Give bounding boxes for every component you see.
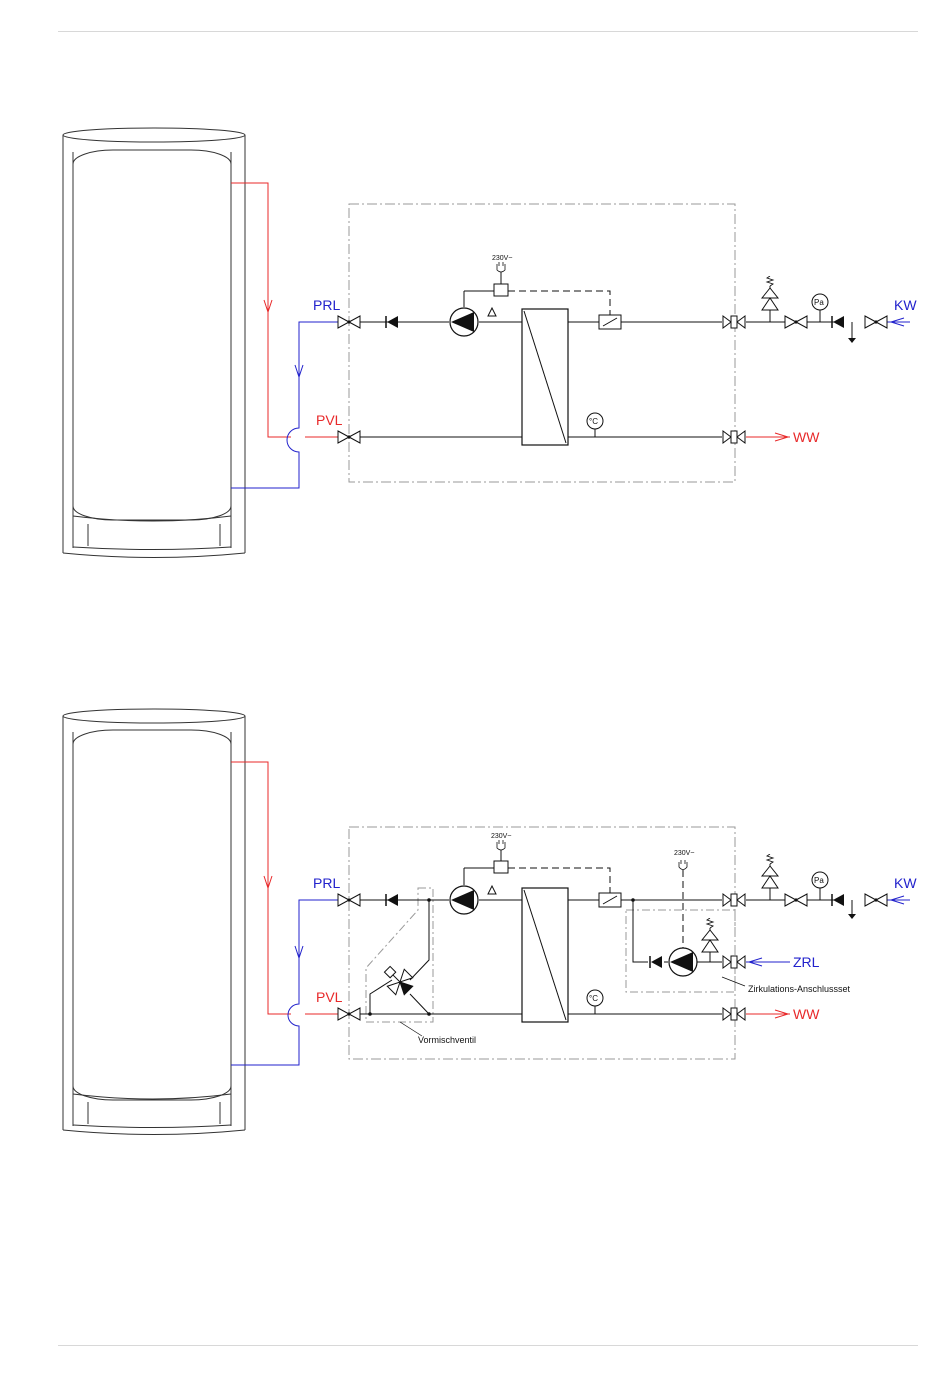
mixer-frame	[366, 888, 433, 1022]
prl-label: PRL	[313, 297, 340, 313]
control-box-icon	[494, 861, 508, 873]
plug-icon	[497, 840, 505, 850]
temp-label: °C	[589, 994, 598, 1003]
connector-icon	[723, 1008, 745, 1020]
voltage-label: 230V~	[674, 850, 694, 857]
valve-icon	[865, 316, 887, 328]
zrl-label: ZRL	[793, 954, 820, 970]
flow-pipe	[231, 183, 291, 437]
vent-icon	[488, 886, 496, 894]
connector-icon	[723, 894, 745, 906]
voltage-label: 230V~	[491, 833, 511, 840]
check-valve-icon	[832, 316, 844, 328]
vent-icon	[488, 308, 496, 316]
check-valve-icon	[832, 894, 844, 906]
pump-icon	[450, 886, 478, 914]
circulation-pump-icon	[669, 948, 697, 976]
plug-icon	[679, 860, 687, 870]
plug-icon	[497, 262, 505, 272]
circulation-label: Zirkulations-Anschlussset	[748, 984, 851, 994]
prl-label: PRL	[313, 875, 340, 891]
pvl-label: PVL	[316, 412, 343, 428]
pressure-label: Pa	[814, 298, 824, 307]
connector-icon	[723, 431, 745, 443]
flow-pipe	[231, 762, 291, 1014]
relief-valve-icon	[762, 276, 778, 316]
kw-label: KW	[894, 297, 917, 313]
storage-tank	[63, 709, 245, 1135]
pump-icon	[450, 308, 478, 336]
pressure-label: Pa	[814, 876, 824, 885]
return-pipe	[231, 322, 338, 488]
return-pipe	[231, 900, 338, 1065]
connector-icon	[723, 956, 745, 968]
diagram-2: 230V~ 230V~ °C Pa Vormischventil Zirkula…	[63, 709, 917, 1135]
connector-icon	[723, 316, 745, 328]
ww-label: WW	[793, 1006, 820, 1022]
control-box-icon	[494, 284, 508, 296]
diagram-1: 230V~ °C Pa PRL PVL KW WW	[63, 128, 917, 558]
temp-label: °C	[589, 417, 598, 426]
kw-label: KW	[894, 875, 917, 891]
pvl-label: PVL	[316, 989, 343, 1005]
valve-icon	[785, 894, 807, 906]
mixer-label: Vormischventil	[418, 1035, 476, 1045]
storage-tank	[63, 128, 245, 558]
check-valve-icon	[386, 894, 398, 906]
check-valve-icon	[650, 956, 662, 968]
check-valve-icon	[386, 316, 398, 328]
ww-label: WW	[793, 429, 820, 445]
relief-valve-icon	[702, 918, 718, 958]
valve-icon	[865, 894, 887, 906]
voltage-label: 230V~	[492, 255, 512, 262]
mixing-valve-icon	[379, 961, 417, 999]
valve-icon	[785, 316, 807, 328]
relief-valve-icon	[762, 854, 778, 894]
